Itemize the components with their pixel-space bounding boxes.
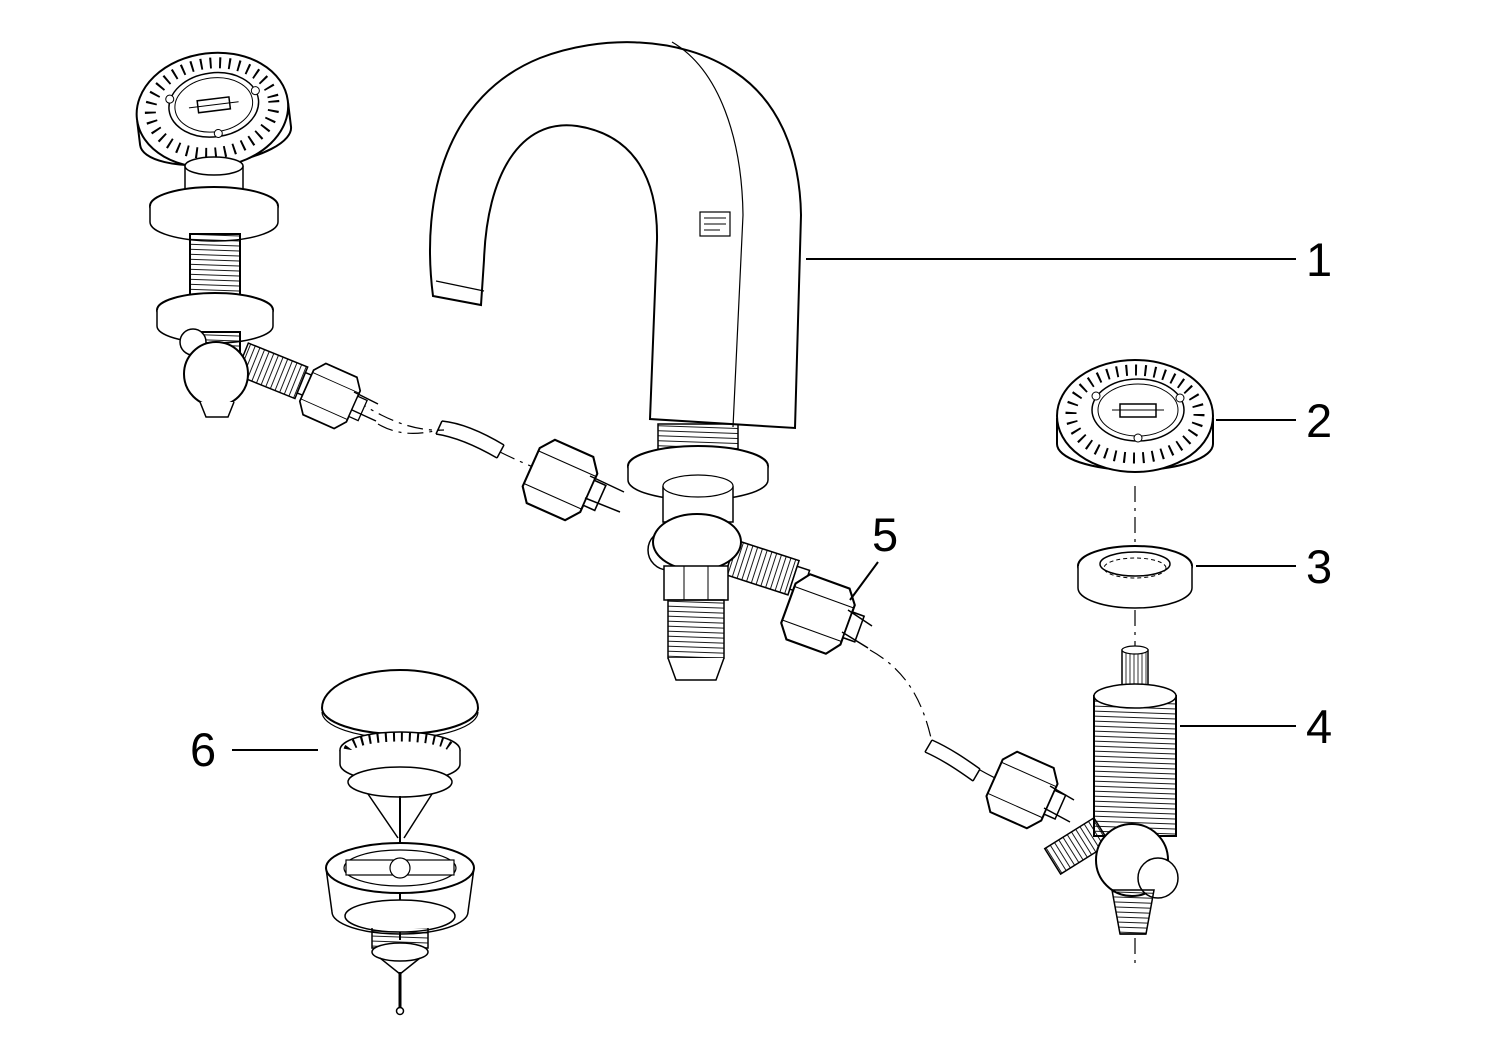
callout-2: 2: [1216, 394, 1332, 447]
callout-6-label: 6: [190, 723, 216, 776]
callout-5-label: 5: [872, 508, 898, 561]
callout-4-label: 4: [1306, 700, 1332, 753]
callout-4: 4: [1180, 700, 1332, 753]
callout-5: 5: [849, 508, 898, 601]
valve-cartridge-drawing: [1043, 645, 1179, 935]
callout-2-label: 2: [1306, 394, 1332, 447]
drain-assembly-drawing: [320, 669, 480, 1016]
callout-6: 6: [190, 723, 318, 776]
leader-line-5: [849, 561, 879, 601]
callout-3-label: 3: [1306, 540, 1332, 593]
left-valve-assembly-drawing: [135, 51, 318, 418]
mounting-flange-drawing: [1077, 545, 1193, 609]
callout-3: 3: [1196, 540, 1332, 593]
callout-1-label: 1: [1306, 233, 1332, 286]
spout-drawing: [429, 41, 811, 681]
hose-left-drawing: [294, 359, 625, 531]
logo-mark: [699, 211, 731, 237]
callout-1: 1: [806, 233, 1332, 286]
left-handle-knob: [135, 51, 293, 169]
handle-drawing: [1056, 359, 1214, 473]
hose-right-drawing: [775, 569, 1075, 839]
